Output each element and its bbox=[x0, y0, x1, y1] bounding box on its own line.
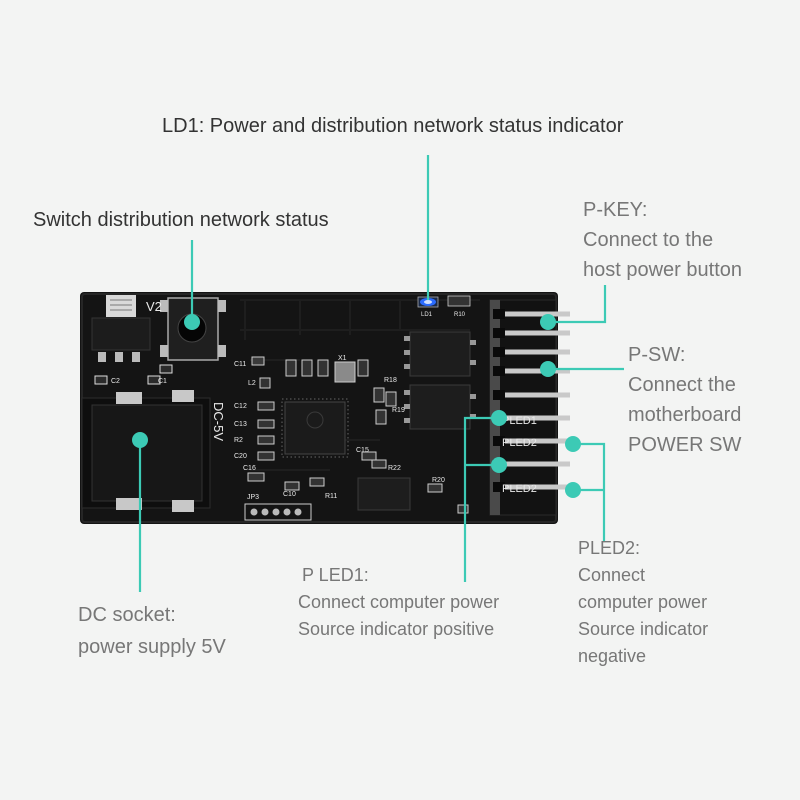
label-pled1-line-1: P LED1: bbox=[302, 565, 369, 585]
label-psw-line-1: P-SW: bbox=[628, 344, 686, 366]
label-ld1: LD1: Power and distribution network stat… bbox=[162, 113, 623, 140]
label-ld1-line-1: LD1: Power and distribution network stat… bbox=[162, 115, 624, 137]
silk-r22: R22 bbox=[388, 465, 401, 472]
label-pkey: P-KEY: Connect to the host power button bbox=[583, 195, 742, 285]
label-dc-line-2: power supply 5V bbox=[78, 636, 226, 658]
label-pkey-line-1: P-KEY: bbox=[583, 199, 648, 221]
label-pled2-line-1: PLED2: bbox=[578, 538, 641, 558]
silk-r18: R18 bbox=[384, 377, 397, 384]
header-pin bbox=[498, 330, 570, 336]
silk-jp3: JP3 bbox=[247, 494, 259, 501]
dot-psw bbox=[540, 361, 556, 377]
dot-switch bbox=[184, 314, 200, 330]
status-led bbox=[417, 295, 471, 308]
silk-c2: C2 bbox=[111, 378, 120, 385]
header-pin bbox=[498, 368, 570, 374]
voltage-regulator bbox=[91, 295, 151, 362]
label-switch: Switch distribution network status bbox=[33, 207, 329, 234]
header-pin bbox=[498, 415, 570, 421]
label-pled1: P LED1: Connect computer power Source in… bbox=[298, 562, 499, 643]
header-pin bbox=[498, 349, 570, 355]
pin-base bbox=[493, 436, 505, 446]
label-pled2-line-3: computer power bbox=[578, 592, 708, 612]
mosfet-chips bbox=[357, 331, 476, 511]
silk-c1: C1 bbox=[158, 378, 167, 385]
header-pin bbox=[498, 484, 570, 490]
label-psw: P-SW: Connect the motherboard POWER SW bbox=[628, 340, 741, 460]
silk-pled2-a: PLED2 bbox=[502, 437, 537, 449]
pin-base bbox=[493, 366, 505, 376]
leader-pkey bbox=[548, 285, 607, 324]
label-pled1-line-3: Source indicator positive bbox=[298, 619, 495, 639]
dot-pled2-b bbox=[565, 482, 581, 498]
label-pled1-line-2: Connect computer power bbox=[298, 592, 500, 612]
pin-base bbox=[493, 390, 505, 400]
label-pled2: PLED2: Connect computer power Source ind… bbox=[578, 535, 708, 670]
header-pin bbox=[498, 392, 570, 398]
silk-r2: R2 bbox=[234, 437, 243, 444]
dot-pled1-b bbox=[491, 457, 507, 473]
silk-c10: C10 bbox=[283, 491, 296, 498]
mcu-chip bbox=[281, 398, 349, 458]
silk-l2: L2 bbox=[248, 380, 256, 387]
silk-r19: R19 bbox=[392, 407, 405, 414]
silk-c16: C16 bbox=[243, 465, 256, 472]
header-pins bbox=[493, 309, 570, 492]
pin-base bbox=[493, 482, 505, 492]
leader-dots bbox=[132, 314, 581, 498]
dot-pled1-a bbox=[491, 410, 507, 426]
label-pled2-line-5: negative bbox=[578, 646, 647, 666]
silk-c15: C15 bbox=[356, 447, 369, 454]
silk-r20: R20 bbox=[432, 477, 445, 484]
pin-base bbox=[493, 309, 505, 319]
silk-r10: R10 bbox=[454, 312, 466, 318]
label-dc-line-1: DC socket: bbox=[78, 604, 176, 626]
label-pkey-line-2: Connect to the bbox=[583, 229, 714, 251]
header-pin bbox=[498, 461, 570, 467]
smd-components bbox=[94, 356, 469, 514]
label-dc: DC socket: power supply 5V bbox=[78, 599, 226, 663]
silk-v2: V2 bbox=[146, 299, 162, 314]
label-psw-line-3: motherboard bbox=[628, 404, 742, 426]
dot-dc bbox=[132, 432, 148, 448]
label-psw-line-4: POWER SW bbox=[628, 434, 742, 456]
silk-dc5v: DC-5V bbox=[211, 402, 226, 441]
label-pled2-line-4: Source indicator bbox=[578, 619, 709, 639]
silk-c13: C13 bbox=[234, 421, 247, 428]
silk-r11: R11 bbox=[325, 493, 337, 500]
pin-base bbox=[493, 328, 505, 338]
silk-c11: C11 bbox=[234, 361, 246, 368]
silk-ld1: LD1 bbox=[421, 312, 433, 318]
silk-pled2-b: PLED2 bbox=[502, 483, 537, 495]
dot-pled2-a bbox=[565, 436, 581, 452]
label-psw-line-2: Connect the bbox=[628, 374, 736, 396]
dot-pkey bbox=[540, 314, 556, 330]
silk-x1: X1 bbox=[338, 355, 347, 362]
label-switch-line-1: Switch distribution network status bbox=[33, 209, 329, 231]
silk-c20: C20 bbox=[234, 453, 247, 460]
silk-c12: C12 bbox=[234, 403, 247, 410]
pin-base bbox=[493, 347, 505, 357]
label-pled2-line-2: Connect bbox=[578, 565, 646, 585]
label-pkey-line-3: host power button bbox=[583, 259, 742, 281]
header-pin bbox=[498, 438, 570, 444]
header-pin bbox=[498, 311, 570, 317]
jp3-header bbox=[244, 503, 312, 521]
silk-pled1: PLED1 bbox=[502, 415, 537, 427]
dc-jack bbox=[81, 390, 211, 512]
